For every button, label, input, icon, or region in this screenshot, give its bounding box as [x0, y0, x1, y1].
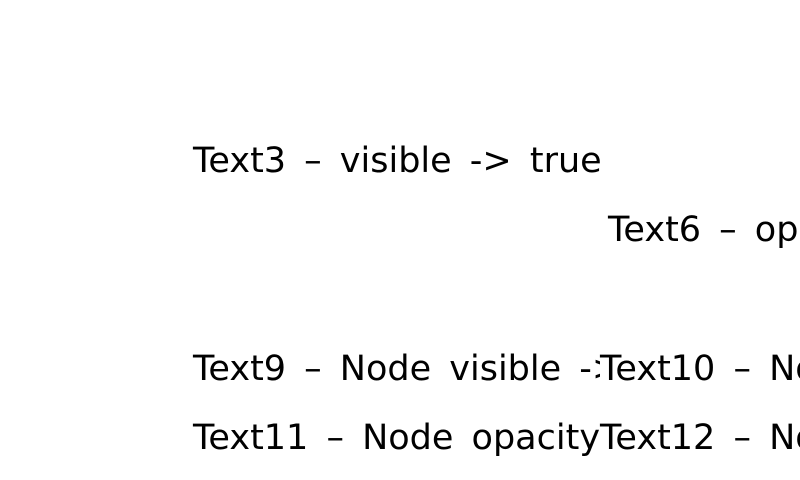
text-node-text10[interactable]: Text10 – Node visible -> false	[600, 350, 800, 393]
text-node-text12[interactable]: Text12 – Node opacity -> 1.0	[600, 419, 800, 462]
text-node-text6[interactable]: Text6 – opacity -> 1.0	[608, 211, 800, 254]
text-node-text3[interactable]: Text3 – visible -> true	[193, 142, 602, 185]
